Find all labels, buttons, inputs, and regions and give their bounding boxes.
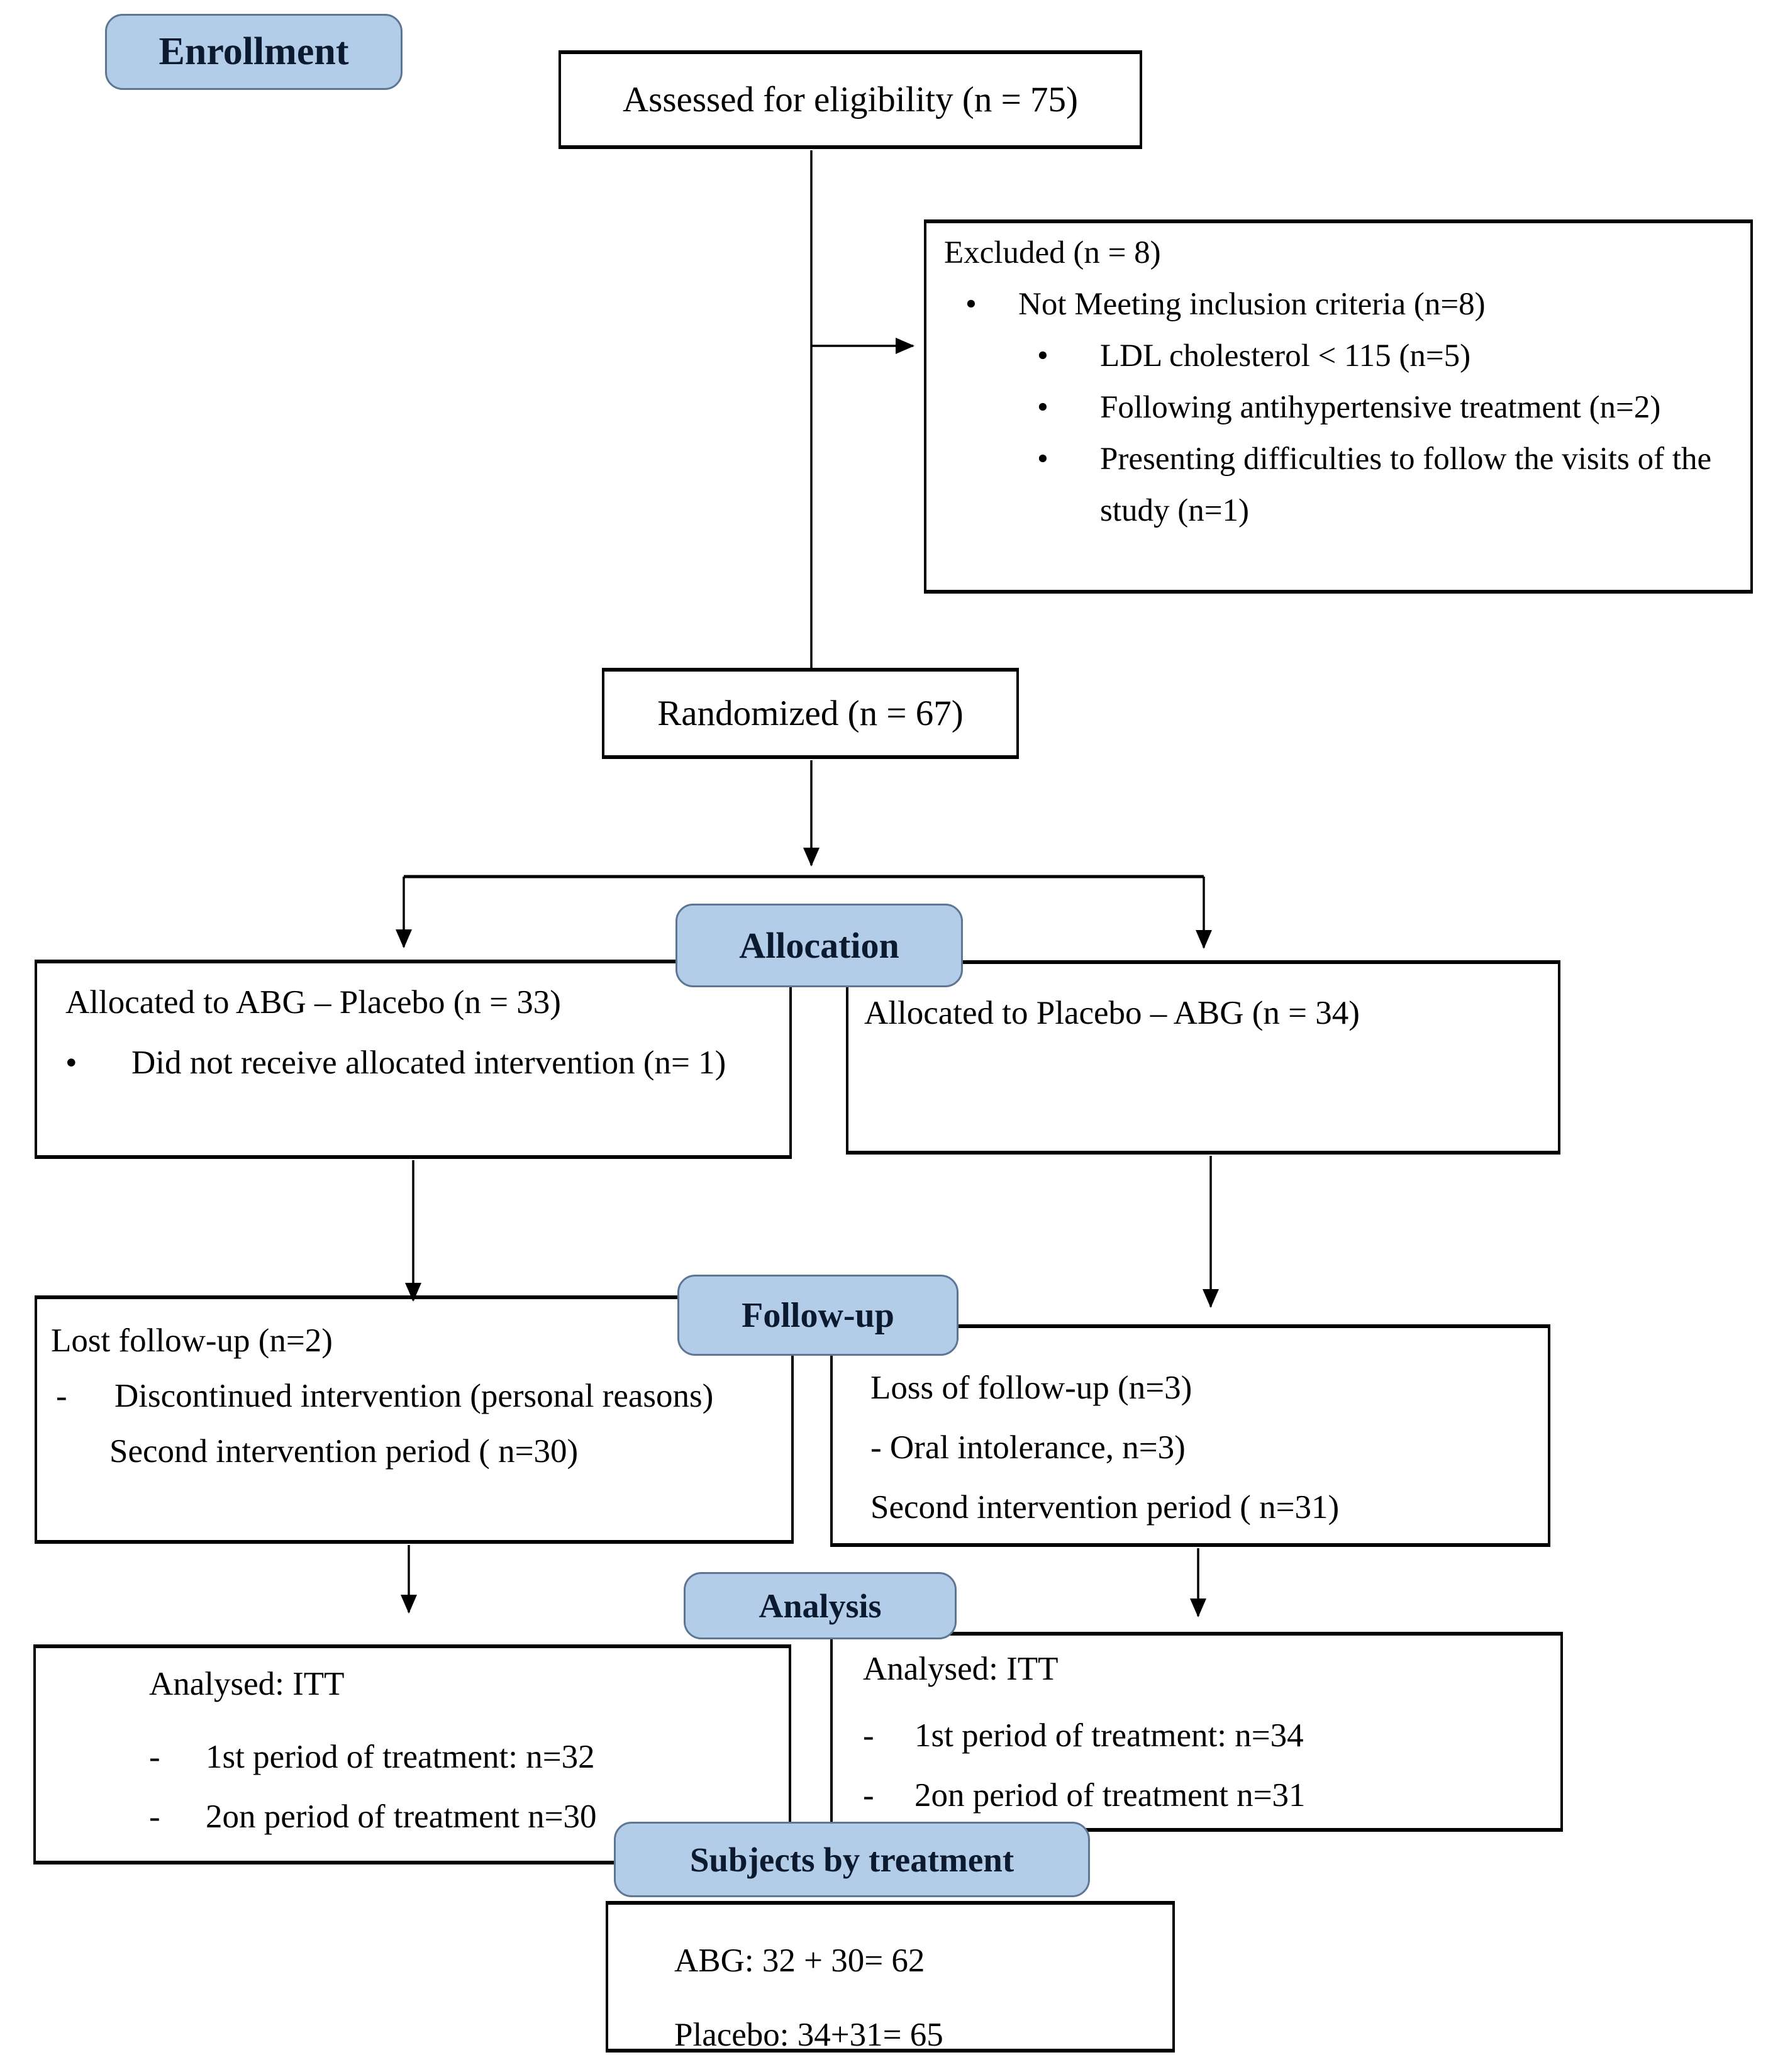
followup-stage-badge: Follow-up bbox=[677, 1275, 959, 1356]
alloc-left-title: Allocated to ABG – Placebo (n = 33) bbox=[65, 984, 561, 1021]
excluded-subitem: • LDL cholesterol < 115 (n=5) bbox=[1037, 330, 1731, 382]
followup-right-box: Loss of follow-up (n=3) - Oral intoleran… bbox=[830, 1324, 1550, 1547]
an-right-title: Analysed: ITT bbox=[863, 1651, 1059, 1687]
dash-icon: - bbox=[863, 1777, 874, 1814]
excluded-subitem: • Following antihypertensive treatment (… bbox=[1037, 382, 1731, 433]
subjects-placebo-line: Placebo: 34+31= 65 bbox=[674, 2017, 943, 2053]
an-left-title: Analysed: ITT bbox=[149, 1666, 345, 1702]
enrollment-stage-badge: Enrollment bbox=[105, 14, 403, 90]
subjects-totals-box: ABG: 32 + 30= 62 Placebo: 34+31= 65 bbox=[606, 1901, 1175, 2053]
bullet-icon: • bbox=[65, 1044, 77, 1081]
alloc-right-title: Allocated to Placebo – ABG (n = 34) bbox=[864, 995, 1360, 1031]
dash-icon: - bbox=[149, 1798, 160, 1835]
fu-left-line1: Lost follow-up (n=2) bbox=[51, 1322, 333, 1359]
excluded-title: Excluded (n = 8) bbox=[944, 235, 1161, 270]
alloc-left-item-text: Did not receive allocated intervention (… bbox=[131, 1044, 726, 1081]
bullet-icon: • bbox=[1037, 338, 1048, 374]
an-right-item-text: 2on period of treatment n=31 bbox=[914, 1777, 1306, 1814]
followup-left-box: Lost follow-up (n=2) - Discontinued inte… bbox=[35, 1295, 794, 1544]
an-right-item: - 2on period of treatment n=31 bbox=[863, 1766, 1548, 1825]
subjects-abg-line: ABG: 32 + 30= 62 bbox=[674, 1942, 925, 1979]
fu-left-dash-text: Discontinued intervention (personal reas… bbox=[114, 1378, 714, 1414]
an-left-item: - 1st period of treatment: n=32 bbox=[149, 1727, 776, 1787]
dash-icon: - bbox=[149, 1739, 160, 1775]
an-left-item-text: 1st period of treatment: n=32 bbox=[206, 1739, 595, 1775]
fu-right-line2: - Oral intolerance, n=3) bbox=[870, 1429, 1186, 1466]
fu-left-dash-item: - Discontinued intervention (personal re… bbox=[51, 1368, 774, 1424]
excluded-box: Excluded (n = 8) • Not Meeting inclusion… bbox=[924, 219, 1753, 594]
analysis-right-box: Analysed: ITT - 1st period of treatment:… bbox=[830, 1632, 1563, 1832]
fu-left-line3: Second intervention period ( n=30) bbox=[109, 1433, 579, 1470]
randomized-text: Randomized (n = 67) bbox=[657, 693, 964, 733]
alloc-left-item: • Did not receive allocated intervention… bbox=[65, 1033, 777, 1093]
analysis-left-box: Analysed: ITT - 1st period of treatment:… bbox=[33, 1644, 791, 1864]
assessed-box: Assessed for eligibility (n = 75) bbox=[559, 50, 1142, 149]
randomized-box: Randomized (n = 67) bbox=[602, 668, 1019, 759]
bullet-icon: • bbox=[1037, 441, 1048, 477]
subjects-stage-badge: Subjects by treatment bbox=[614, 1822, 1090, 1897]
excluded-subitem-text: LDL cholesterol < 115 (n=5) bbox=[1100, 338, 1471, 374]
excluded-subitem-text: Following antihypertensive treatment (n=… bbox=[1100, 390, 1661, 425]
allocated-placebo-abg-box: Allocated to Placebo – ABG (n = 34) bbox=[846, 960, 1560, 1155]
an-left-item: - 2on period of treatment n=30 bbox=[149, 1787, 776, 1847]
an-left-item-text: 2on period of treatment n=30 bbox=[206, 1798, 597, 1835]
fu-right-line1: Loss of follow-up (n=3) bbox=[870, 1370, 1192, 1406]
an-right-item: - 1st period of treatment: n=34 bbox=[863, 1706, 1548, 1766]
assessed-text: Assessed for eligibility (n = 75) bbox=[623, 79, 1078, 119]
dash-icon: - bbox=[56, 1378, 67, 1414]
excluded-item-text: Not Meeting inclusion criteria (n=8) bbox=[1018, 287, 1486, 322]
excluded-item: • Not Meeting inclusion criteria (n=8) bbox=[965, 279, 1731, 330]
analysis-stage-badge: Analysis bbox=[684, 1572, 957, 1639]
fu-right-line3: Second intervention period ( n=31) bbox=[870, 1489, 1340, 1526]
allocation-stage-badge: Allocation bbox=[675, 904, 963, 987]
allocated-abg-placebo-box: Allocated to ABG – Placebo (n = 33) • Di… bbox=[35, 960, 792, 1159]
excluded-subitem-text: Presenting difficulties to follow the vi… bbox=[1100, 441, 1712, 528]
bullet-icon: • bbox=[1037, 390, 1048, 425]
bullet-icon: • bbox=[965, 287, 977, 322]
an-right-item-text: 1st period of treatment: n=34 bbox=[914, 1717, 1304, 1754]
excluded-subitem: • Presenting difficulties to follow the … bbox=[1037, 433, 1731, 536]
dash-icon: - bbox=[863, 1717, 874, 1754]
